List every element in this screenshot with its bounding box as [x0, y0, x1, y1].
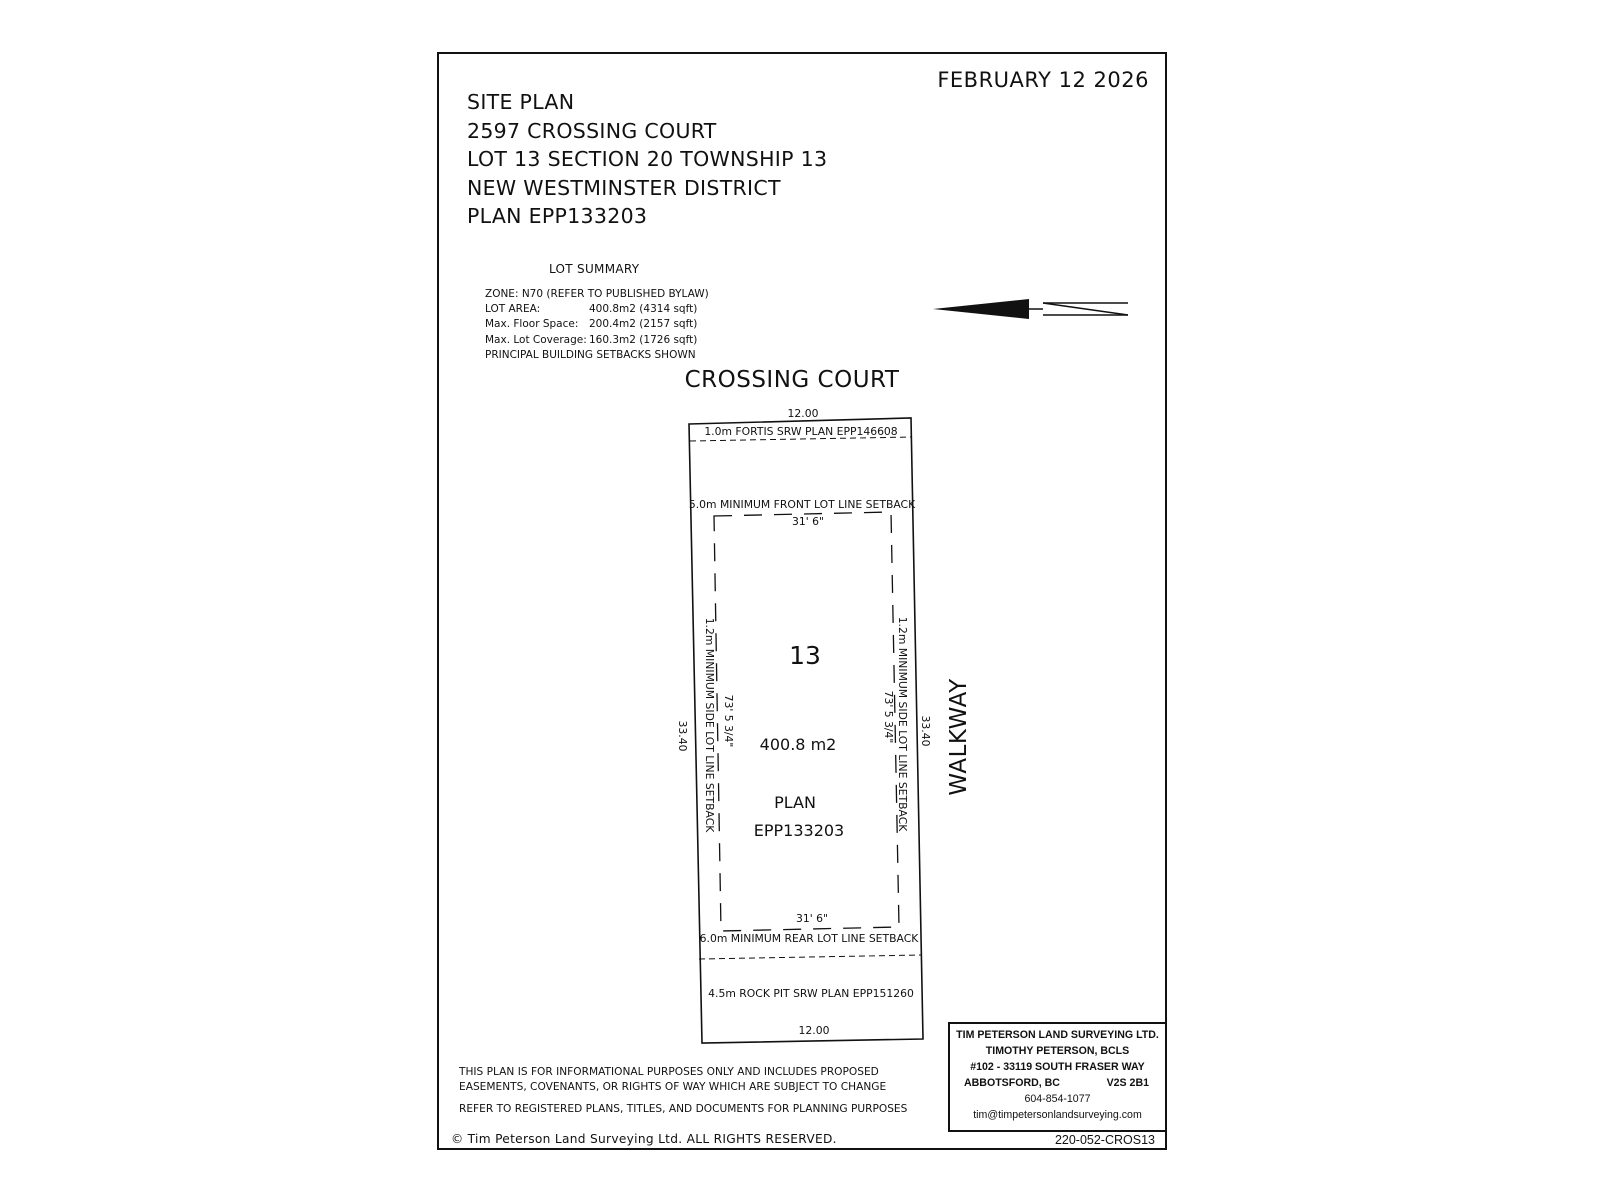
left-setback-label: 1.2m MINIMUM SIDE LOT LINE SETBACK: [703, 618, 716, 834]
street-name-side: WALKWAY: [946, 678, 972, 796]
lot-plan-label: PLAN: [774, 793, 816, 812]
title-line: LOT 13 SECTION 20 TOWNSHIP 13: [467, 147, 828, 171]
summary-value: 400.8m2 (4314 sqft): [589, 303, 698, 316]
summary-value: 200.4m2 (2157 sqft): [589, 318, 698, 331]
surveyor-address: #102 - 33119 SOUTH FRASER WAY: [970, 1061, 1145, 1073]
surveyor-company: TIM PETERSON LAND SURVEYING LTD.: [956, 1029, 1159, 1041]
summary-row: Max. Lot Coverage:160.3m2 (1726 sqft): [485, 333, 709, 348]
surveyor-phone: 604-854-1077: [1024, 1093, 1091, 1105]
lot-summary: ZONE: N70 (REFER TO PUBLISHED BYLAW) LOT…: [485, 287, 709, 363]
note-line: REFER TO REGISTERED PLANS, TITLES, AND D…: [459, 1103, 908, 1115]
plan-sheet: FEBRUARY 12 2026 SITE PLAN 2597 CROSSING…: [437, 52, 1167, 1150]
drawing-number: 220-052-CROS13: [1054, 1133, 1155, 1147]
disclaimer-notes: THIS PLAN IS FOR INFORMATIONAL PURPOSES …: [459, 1065, 907, 1117]
surveyor-name: TIMOTHY PETERSON, BCLS: [985, 1045, 1130, 1057]
title-block: SITE PLAN 2597 CROSSING COURT LOT 13 SEC…: [467, 88, 827, 231]
note-line: EASEMENTS, COVENANTS, OR RIGHTS OF WAY W…: [459, 1081, 887, 1093]
title-line: NEW WESTMINSTER DISTRICT: [467, 175, 781, 200]
right-setback-label: 1.2m MINIMUM SIDE LOT LINE SETBACK: [896, 617, 909, 833]
surveyor-postal: V2S 2B1: [1106, 1077, 1149, 1089]
dim-right: 33.40: [919, 716, 932, 747]
rear-setback-label: 6.0m MINIMUM REAR LOT LINE SETBACK: [700, 932, 920, 945]
surveyor-city-row: ABBOTSFORD, BC V2S 2B1: [950, 1075, 1165, 1091]
envelope-width-top: 31' 6": [792, 515, 824, 528]
summary-zone: ZONE: N70 (REFER TO PUBLISHED BYLAW): [485, 288, 709, 300]
surveyor-block: TIM PETERSON LAND SURVEYING LTD. TIMOTHY…: [948, 1022, 1167, 1132]
surveyor-email: tim@timpetersonlandsurveying.com: [973, 1109, 1142, 1121]
rear-srw-label: 4.5m ROCK PIT SRW PLAN EPP151260: [708, 987, 914, 1000]
lot-summary-heading: LOT SUMMARY: [549, 262, 640, 276]
summary-row: Max. Floor Space: 200.4m2 (2157 sqft): [485, 317, 709, 332]
copyright: © Tim Peterson Land Surveying Ltd. ALL R…: [451, 1132, 837, 1146]
lot-plan-number: EPP133203: [754, 821, 844, 840]
title-line: SITE PLAN: [467, 90, 575, 114]
building-envelope: [713, 511, 900, 932]
surveyor-city: ABBOTSFORD, BC: [964, 1077, 1060, 1089]
dim-front: 12.00: [788, 407, 819, 420]
title-line: PLAN EPP133203: [467, 204, 648, 228]
note-line: THIS PLAN IS FOR INFORMATIONAL PURPOSES …: [459, 1066, 879, 1078]
lot-number: 13: [789, 641, 821, 670]
dim-rear: 12.00: [799, 1024, 830, 1037]
envelope-width-bottom: 31' 6": [796, 912, 828, 925]
summary-value: 160.3m2 (1726 sqft): [589, 333, 698, 346]
envelope-depth-right: 73' 5 3/4": [882, 691, 895, 744]
rear-srw-line: [698, 954, 922, 960]
dim-left: 33.40: [676, 721, 689, 752]
front-setback-label: 5.0m MINIMUM FRONT LOT LINE SETBACK: [689, 498, 916, 511]
summary-row: LOT AREA: 400.8m2 (4314 sqft): [485, 302, 709, 317]
envelope-depth-left: 73' 5 3/4": [722, 695, 735, 748]
summary-footer: PRINCIPAL BUILDING SETBACKS SHOWN: [485, 348, 696, 361]
summary-label: Max. Floor Space:: [485, 318, 579, 331]
summary-label: Max. Lot Coverage:: [485, 333, 587, 346]
lot-boundary: [688, 417, 924, 1044]
summary-label: LOT AREA:: [485, 303, 541, 316]
north-arrow-icon: [933, 299, 1129, 319]
street-name-front: CROSSING COURT: [685, 367, 900, 393]
plan-date: FEBRUARY 12 2026: [937, 68, 1149, 92]
lot-area: 400.8 m2: [760, 735, 837, 754]
front-srw-label: 1.0m FORTIS SRW PLAN EPP146608: [704, 425, 897, 438]
title-line: 2597 CROSSING COURT: [467, 118, 717, 143]
front-srw-line: [689, 436, 913, 442]
